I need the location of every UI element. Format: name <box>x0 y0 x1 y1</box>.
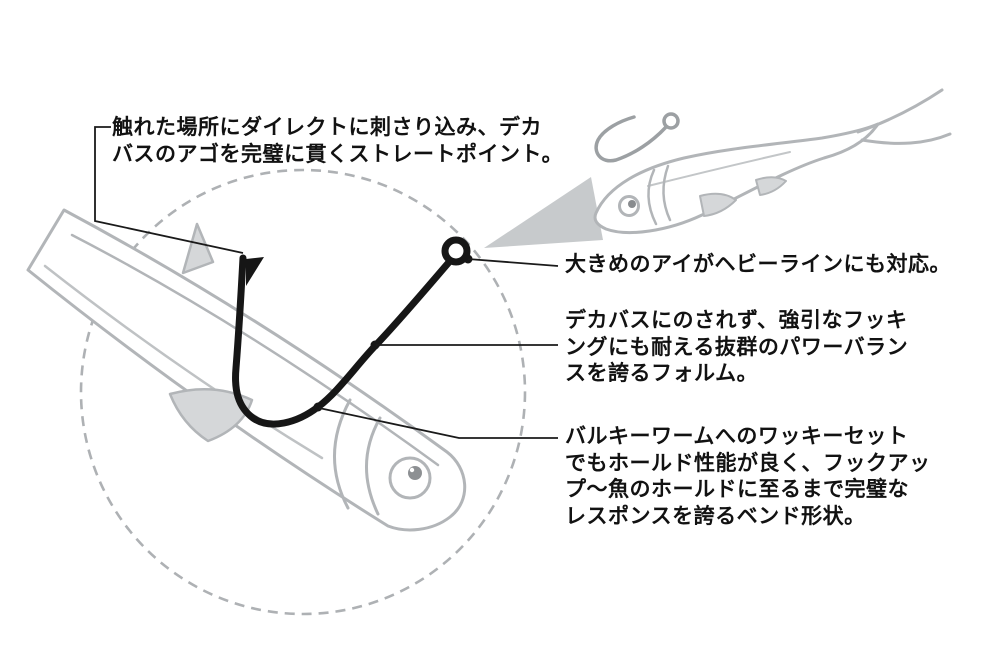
callout-text-eye: 大きめのアイがヘビーラインにも対応。 <box>565 252 951 276</box>
lure-zoom-pupil-highlight <box>409 467 415 473</box>
lure-zoom-back-line <box>70 233 440 467</box>
lure-zoom <box>26 208 467 532</box>
lure-overview <box>593 88 952 235</box>
zoom-wedge <box>484 177 603 248</box>
callout-text-point: 触れた場所にダイレクトに刺さり込み、デカ バスのアゴを完璧に貫くストレートポイン… <box>112 115 564 166</box>
lure-zoom-dorsal-spike <box>181 222 215 275</box>
hook-overview-eye-ring <box>662 112 680 130</box>
lure-overview-pupil <box>628 200 636 208</box>
callout-line-eye <box>467 258 559 267</box>
callout-line-bend <box>318 407 558 439</box>
lure-zoom-lateral-line <box>43 264 324 460</box>
lure-overview-gill-line-1 <box>647 168 658 226</box>
lure-zoom-eye <box>388 456 432 500</box>
lure-overview-fin-1 <box>699 192 737 217</box>
hook-eye-ring <box>441 236 471 266</box>
anchor-dot-form <box>370 340 380 350</box>
hook-body <box>232 254 454 428</box>
anchor-dot-bend <box>313 402 323 412</box>
callout-line-point <box>94 126 244 254</box>
hook-zoom <box>232 236 471 428</box>
hook-overview-body <box>594 115 668 163</box>
lure-zoom-pupil <box>408 466 422 480</box>
lure-zoom-gill-line-1 <box>333 398 352 510</box>
lure-overview-fin-2 <box>755 176 787 196</box>
lure-zoom-gill-line-2 <box>365 416 382 516</box>
magnifier-dashed-circle <box>79 168 527 616</box>
lure-overview-gill-line-2 <box>662 164 672 222</box>
lure-zoom-pectoral-fin <box>168 387 254 443</box>
hook-barb <box>246 257 264 286</box>
callout-lines <box>94 126 559 439</box>
lure-overview-body <box>593 122 880 235</box>
lure-overview-tail-lower <box>860 132 952 145</box>
callout-text-form: デカバスにのされず、強引なフッキ ングにも耐える抜群のパワーバラン スを誇るフォ… <box>565 308 909 385</box>
lure-overview-tail-upper <box>856 88 944 134</box>
callout-text-bend: バルキーワームへのワッキーセット でもホールド性能が良く、フックアッ プ〜魚のホ… <box>565 424 931 528</box>
